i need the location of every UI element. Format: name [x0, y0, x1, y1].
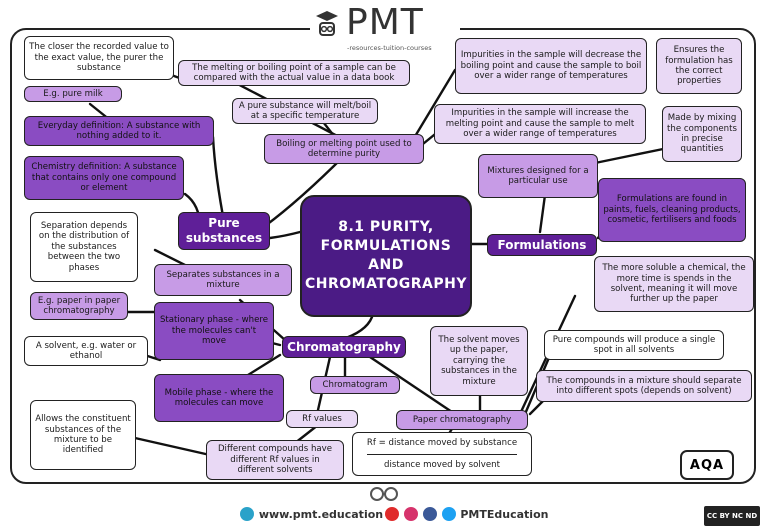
- branch-formulations: Formulations: [487, 234, 597, 256]
- twitter-icon[interactable]: [441, 507, 456, 521]
- website-link[interactable]: www.pmt.education: [258, 508, 384, 521]
- node-different-rf: Different compounds have different Rf va…: [206, 440, 344, 480]
- facebook-icon[interactable]: [422, 507, 437, 521]
- node-impurities-melt: Impurities in the sample will increase t…: [434, 104, 646, 144]
- glasses-icon: [370, 487, 398, 501]
- footer-website[interactable]: www.pmt.education: [240, 507, 383, 521]
- node-formulations-found-in: Formulations are found in paints, fuels,…: [598, 178, 746, 242]
- exam-board-badge: AQA: [680, 450, 734, 480]
- node-melt-boil-specific: A pure substance will melt/boil at a spe…: [232, 98, 378, 124]
- central-topic: 8.1 PURITY, FORMULATIONS AND CHROMATOGRA…: [300, 195, 472, 317]
- node-separation-depends: Separation depends on the distribution o…: [30, 212, 138, 282]
- creative-commons-license-icon: CC BY NC ND: [704, 506, 760, 526]
- node-chemistry-definition: Chemistry definition: A substance that c…: [24, 156, 184, 200]
- node-allows-constituent: Allows the constituent substances of the…: [30, 400, 136, 470]
- node-mixtures-designed: Mixtures designed for a particular use: [478, 154, 598, 198]
- node-ensures-properties: Ensures the formulation has the correct …: [656, 38, 742, 94]
- node-impurities-boil: Impurities in the sample will decrease t…: [455, 38, 647, 94]
- node-paper-chromatography: Paper chromatography: [396, 410, 528, 430]
- link-central-pure: [268, 230, 302, 240]
- social-handle[interactable]: PMTEducation: [460, 508, 549, 521]
- node-melting-compare: The melting or boiling point of a sample…: [178, 60, 410, 86]
- node-more-soluble: The more soluble a chemical, the more ti…: [594, 256, 754, 312]
- pmt-logo: PMT -resources-tuition-courses: [310, 2, 460, 52]
- node-chromatogram: Chromatogram: [310, 376, 400, 394]
- node-everyday-definition: Everyday definition: A substance with no…: [24, 116, 214, 146]
- node-pure-single-spot: Pure compounds will produce a single spo…: [544, 330, 724, 360]
- brand-tagline: -resources-tuition-courses: [347, 44, 432, 52]
- node-made-by-mixing: Made by mixing the components in precise…: [662, 106, 742, 162]
- graduate-logo-icon: [316, 11, 338, 36]
- node-stationary-phase: Stationary phase - where the molecules c…: [154, 302, 274, 360]
- node-paper-example: E.g. paper in paper chromatography: [30, 292, 128, 320]
- node-solvent-example: A solvent, e.g. water or ethanol: [24, 336, 148, 366]
- node-mixture-separate: The compounds in a mixture should separa…: [536, 370, 752, 402]
- youtube-icon[interactable]: [385, 507, 399, 521]
- footer-social[interactable]: PMTEducation: [385, 507, 548, 521]
- node-rf-formula: Rf = distance moved by substance distanc…: [352, 432, 532, 476]
- node-closer-value: The closer the recorded value to the exa…: [24, 36, 174, 80]
- cursor-icon: [240, 507, 254, 521]
- node-separates-mixture: Separates substances in a mixture: [154, 264, 292, 296]
- branch-chromatography: Chromatography: [282, 336, 406, 358]
- branch-pure-substances: Pure substances: [178, 212, 270, 250]
- rf-numerator: Rf = distance moved by substance: [366, 438, 518, 449]
- node-solvent-moves: The solvent moves up the paper, carrying…: [430, 326, 528, 396]
- node-pure-milk: E.g. pure milk: [24, 86, 122, 102]
- rf-denominator: distance moved by solvent: [384, 459, 500, 470]
- node-boiling-point-purity: Boiling or melting point used to determi…: [264, 134, 424, 164]
- instagram-icon[interactable]: [403, 507, 418, 521]
- node-mobile-phase: Mobile phase - where the molecules can m…: [154, 374, 284, 422]
- rf-fraction-line: [367, 453, 517, 455]
- node-rf-values: Rf values: [286, 410, 358, 428]
- brand-name: PMT: [346, 2, 424, 43]
